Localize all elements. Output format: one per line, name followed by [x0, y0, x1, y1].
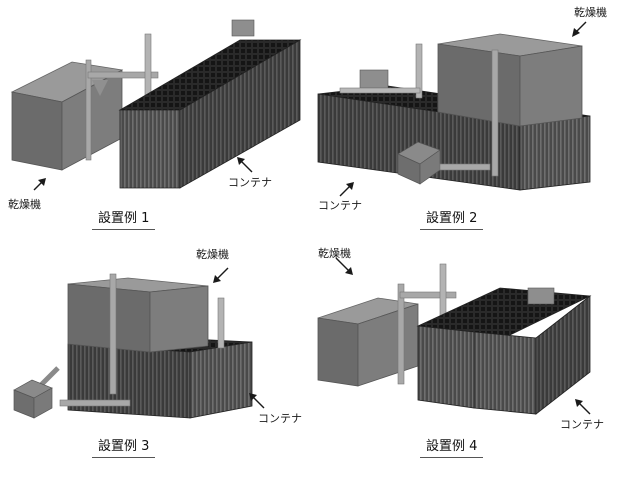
container-end [519, 115, 591, 191]
hopper-pipe [217, 297, 225, 349]
conveyor [439, 163, 491, 171]
feed-pipe [85, 59, 92, 161]
example-3-dryer-label: 乾燥機 [196, 248, 229, 261]
container-arrowhead [249, 393, 257, 401]
control-box [359, 69, 389, 89]
example-1-illustration [10, 19, 302, 191]
container-arrowhead [346, 182, 354, 190]
container-arrowhead [575, 399, 583, 407]
dryer-arrowhead [38, 178, 46, 186]
example-2-container-label: コンテナ [318, 199, 362, 212]
dryer-front [317, 317, 359, 387]
control-box [527, 287, 555, 305]
example-1-caption: 設置例 1 [92, 211, 156, 230]
feed-pipe [397, 283, 405, 385]
transfer-pipe [399, 291, 457, 299]
dryer-side [519, 45, 583, 127]
example-2-illustration [317, 21, 591, 197]
conveyor [59, 399, 131, 407]
example-2-caption: 設置例 2 [420, 211, 484, 230]
hopper-pipe [439, 263, 447, 321]
container-side [179, 39, 301, 189]
container-arrowhead [237, 157, 245, 165]
example-4-caption: 設置例 4 [420, 439, 484, 458]
riser-pipe [109, 273, 117, 395]
top-rail [339, 87, 421, 94]
containers-side [535, 295, 591, 415]
dryer-side [149, 285, 209, 353]
container-end [119, 109, 181, 189]
control-box [231, 19, 255, 37]
example-1-container-label: コンテナ [228, 176, 272, 189]
hopper-pipe [415, 43, 423, 99]
dryer-front [437, 43, 521, 127]
example-3-caption: 設置例 3 [92, 439, 156, 458]
cyclone [92, 80, 108, 96]
transfer-pipe [87, 71, 159, 79]
example-2-dryer-label: 乾燥機 [574, 6, 607, 19]
example-4-dryer-label: 乾燥機 [318, 247, 351, 260]
container-end [189, 341, 253, 419]
example-4-container-label: コンテナ [560, 418, 604, 431]
container-a-end [417, 325, 475, 409]
example-3-container-label: コンテナ [258, 412, 302, 425]
dryer-front [11, 91, 63, 171]
container-side [67, 343, 191, 419]
example-1-dryer-label: 乾燥機 [8, 198, 41, 211]
dryer-arrow [335, 257, 351, 273]
dryer-arrowhead [572, 28, 580, 37]
dryer-front [67, 283, 151, 353]
dryer-arrowhead [345, 267, 353, 275]
container-b-end [473, 331, 537, 415]
loader-side [33, 387, 53, 419]
riser-pipe [491, 49, 499, 177]
dryer-arrowhead [213, 275, 221, 283]
example-4-illustration [317, 257, 592, 415]
example-3-illustration [13, 267, 265, 419]
